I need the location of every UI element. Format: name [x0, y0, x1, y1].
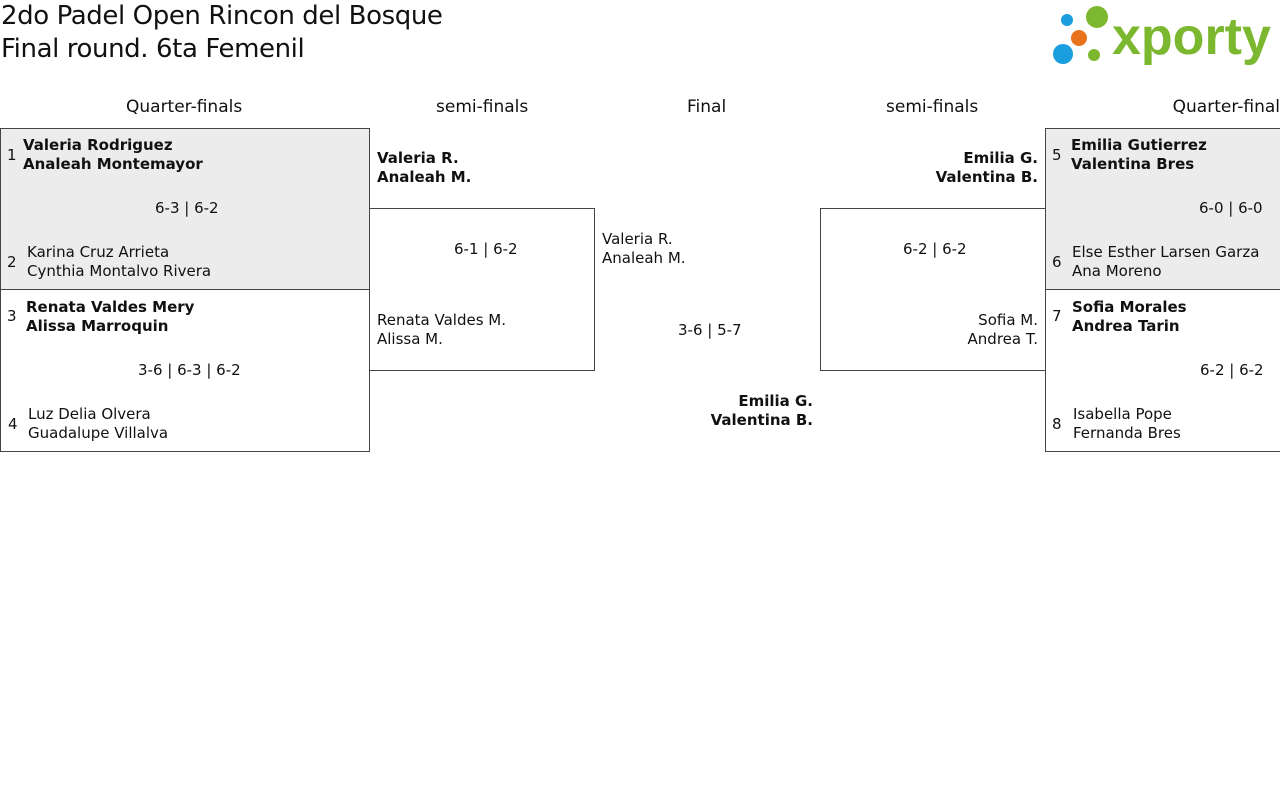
logo-dot-blue-top — [1061, 14, 1073, 26]
player-name: Isabella Pope — [1073, 405, 1172, 423]
round-header-left-quarterfinals: Quarter-finals — [126, 97, 243, 117]
match-left-qf-1[interactable] — [0, 128, 370, 290]
team-final-top[interactable]: Valeria R. Analeah M. — [602, 230, 686, 268]
match-score: 6-1 | 6-2 — [454, 240, 518, 258]
seed-number: 5 — [1052, 146, 1062, 164]
player-name: Andrea Tarin — [1072, 317, 1180, 335]
player-name: Andrea T. — [967, 330, 1038, 348]
player-name: Emilia G. — [738, 392, 813, 410]
team-left-sf-top[interactable]: Valeria R. Analeah M. — [377, 149, 471, 187]
player-name: Analeah M. — [377, 168, 472, 186]
xporty-logo[interactable]: xporty — [1050, 4, 1275, 66]
match-right-sf-connector[interactable] — [820, 208, 1046, 371]
match-score: 6-0 | 6-0 — [1199, 199, 1263, 217]
match-score: 3-6 | 6-3 | 6-2 — [138, 361, 241, 379]
player-name: Luz Delia Olvera — [28, 405, 151, 423]
team-left-qf2-bottom[interactable]: Luz Delia Olvera Guadalupe Villalva — [28, 405, 168, 443]
player-name: Valentina B. — [710, 411, 813, 429]
logo-text: xporty — [1112, 8, 1271, 66]
round-header-left-semifinals: semi-finals — [436, 97, 529, 117]
match-left-sf-connector[interactable] — [369, 208, 595, 371]
seed-number: 1 — [7, 146, 17, 164]
player-name: Valentina B. — [935, 168, 1038, 186]
team-right-qf1-top[interactable]: Emilia Gutierrez Valentina Bres — [1071, 136, 1207, 174]
tournament-title: 2do Padel Open Rincon del Bosque — [1, 1, 443, 31]
seed-number: 4 — [8, 415, 18, 433]
player-name: Valentina Bres — [1071, 155, 1195, 173]
team-final-bottom-champion[interactable]: Emilia G. Valentina B. — [711, 392, 813, 430]
team-left-qf2-top[interactable]: Renata Valdes Mery Alissa Marroquin — [26, 298, 194, 336]
logo-dot-blue-bottom — [1053, 44, 1073, 64]
seed-number: 6 — [1052, 253, 1062, 271]
match-score: 6-2 | 6-2 — [903, 240, 967, 258]
player-name: Alissa M. — [377, 330, 443, 348]
seed-number: 7 — [1052, 307, 1062, 325]
round-header-right-quarterfinals: Quarter-final — [1172, 97, 1280, 117]
player-name: Karina Cruz Arrieta — [27, 243, 170, 261]
logo-dot-green-top — [1086, 6, 1108, 28]
team-right-qf1-bottom[interactable]: Else Esther Larsen Garza Ana Moreno — [1072, 243, 1259, 281]
team-right-sf-bottom[interactable]: Sofia M. Andrea T. — [968, 311, 1038, 349]
team-right-sf-top[interactable]: Emilia G. Valentina B. — [936, 149, 1038, 187]
player-name: Emilia G. — [963, 149, 1038, 167]
team-right-qf2-bottom[interactable]: Isabella Pope Fernanda Bres — [1073, 405, 1181, 443]
round-subtitle: Final round. 6ta Femenil — [1, 34, 305, 64]
player-name: Emilia Gutierrez — [1071, 136, 1207, 154]
player-name: Valeria R. — [377, 149, 459, 167]
player-name: Valeria R. — [602, 230, 673, 248]
logo-dot-green-bottom — [1088, 49, 1100, 61]
player-name: Fernanda Bres — [1073, 424, 1181, 442]
seed-number: 8 — [1052, 415, 1062, 433]
seed-number: 2 — [7, 253, 17, 271]
player-name: Guadalupe Villalva — [28, 424, 169, 442]
player-name: Alissa Marroquin — [26, 317, 169, 335]
match-score: 6-3 | 6-2 — [155, 199, 219, 217]
player-name: Else Esther Larsen Garza — [1072, 243, 1260, 261]
team-left-qf1-top[interactable]: Valeria Rodriguez Analeah Montemayor — [23, 136, 203, 174]
team-right-qf2-top[interactable]: Sofia Morales Andrea Tarin — [1072, 298, 1187, 336]
player-name: Valeria Rodriguez — [23, 136, 173, 154]
player-name: Sofia M. — [978, 311, 1038, 329]
round-header-final: Final — [687, 97, 727, 117]
player-name: Renata Valdes M. — [377, 311, 507, 329]
player-name: Sofia Morales — [1072, 298, 1187, 316]
team-left-qf1-bottom[interactable]: Karina Cruz Arrieta Cynthia Montalvo Riv… — [27, 243, 211, 281]
match-score: 6-2 | 6-2 — [1200, 361, 1264, 379]
seed-number: 3 — [7, 307, 17, 325]
player-name: Analeah M. — [602, 249, 686, 267]
logo-dot-orange — [1071, 30, 1087, 46]
round-header-right-semifinals: semi-finals — [886, 97, 979, 117]
team-left-sf-bottom[interactable]: Renata Valdes M. Alissa M. — [377, 311, 506, 349]
player-name: Ana Moreno — [1072, 262, 1162, 280]
player-name: Renata Valdes Mery — [26, 298, 195, 316]
match-right-qf-2[interactable] — [1045, 289, 1280, 452]
player-name: Cynthia Montalvo Rivera — [27, 262, 212, 280]
final-score: 3-6 | 5-7 — [678, 321, 742, 339]
player-name: Analeah Montemayor — [23, 155, 203, 173]
